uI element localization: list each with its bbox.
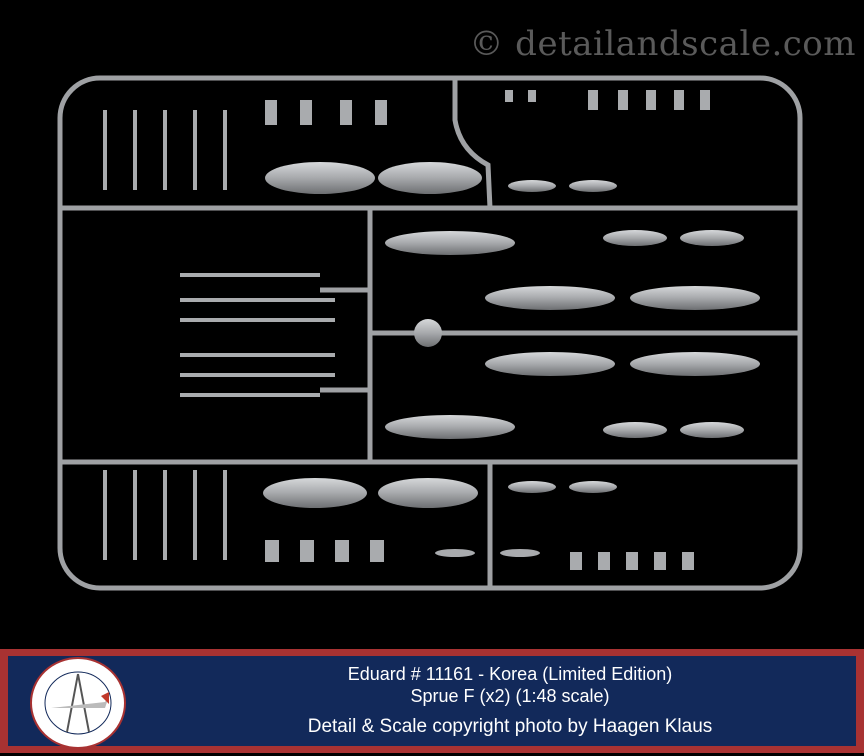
drop-tanks <box>263 162 760 508</box>
watermark: © detailandscale.com <box>469 24 856 64</box>
rockets-and-pylons <box>103 110 335 560</box>
small-parts <box>265 90 710 570</box>
caption-title: Eduard # 11161 - Korea (Limited Edition) <box>347 664 673 684</box>
caption-banner <box>0 649 864 753</box>
detail-and-scale-logo <box>30 657 126 749</box>
caption-subtitle: Sprue F (x2) (1:48 scale) <box>410 686 610 706</box>
caption-credit: Detail & Scale copyright photo by Haagen… <box>307 716 713 737</box>
sprue-photo <box>57 75 803 591</box>
